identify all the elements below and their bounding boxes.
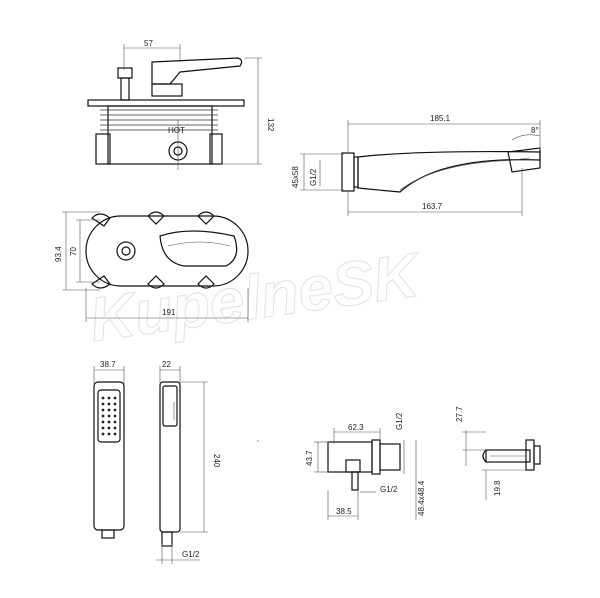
valve-width-label: 57 [144, 39, 153, 48]
wall-outlet-side [327, 439, 401, 491]
outlet-thread-bottom-label: G1/2 [380, 485, 398, 494]
spout-view [341, 147, 541, 193]
plate-height-outer-label: 93.4 [54, 246, 63, 262]
holder-height-label: 19.8 [493, 480, 502, 496]
outlet-base-label: 38.5 [336, 507, 352, 516]
hot-label: HOT [168, 126, 185, 135]
valve-height-label: 132 [266, 118, 275, 132]
watermark-text: KupelneSK [85, 240, 426, 355]
spout-height-label: 45x58 [291, 166, 300, 188]
holder-depth-label: 27.7 [455, 406, 464, 422]
handshower-length-label: 240 [212, 454, 221, 468]
cover-plate-front [85, 211, 249, 289]
holder-dimensions [462, 430, 526, 500]
plate-dimensions [62, 211, 249, 322]
spout-thread-label: G1/2 [309, 168, 318, 186]
spout-angle-label: 8° [531, 126, 539, 135]
hose-thread-label: G1/2 [182, 550, 200, 559]
outlet-depth-label: 62.3 [348, 423, 364, 432]
outlet-height-label: 43.7 [305, 450, 314, 466]
spout-dimensions [300, 120, 541, 216]
handshower-width-label: 38.7 [100, 360, 116, 369]
hand-shower-front [93, 381, 125, 539]
spout-length-label: 185.1 [430, 114, 451, 123]
handshower-depth-label: 22 [162, 360, 171, 369]
hand-shower-side [159, 381, 181, 547]
valve-side-view [87, 57, 245, 170]
plate-height-inner-label: 70 [69, 247, 78, 256]
outlet-thread-top-label: G1/2 [395, 412, 404, 430]
outlet-plate-label: 48.4x48.4 [417, 480, 426, 516]
plate-width-label: 191 [162, 308, 176, 317]
wall-outlet-dimensions [314, 428, 417, 520]
shower-holder-side [482, 439, 541, 471]
spout-projection-label: 163.7 [422, 202, 443, 211]
hand-shower-dimensions [93, 366, 208, 564]
valve-dimensions [123, 44, 262, 165]
